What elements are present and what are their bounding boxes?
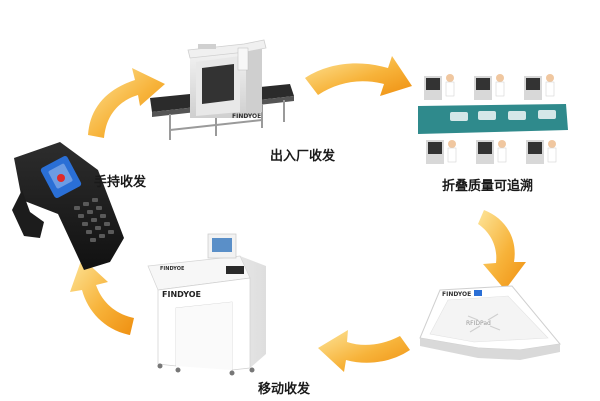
label-tunnel: 出入厂收发 [270,148,336,164]
tunnel-logo: FINDYOE [232,113,261,120]
rfid-pad [419,285,561,360]
label-handheld: 手持收发 [94,174,147,190]
arrow-mobile-to-handheld-icon [70,258,134,335]
arrow-pad-to-mobile-icon [318,330,410,372]
arrow-tunnel-to-folding-icon [305,56,412,96]
cabinet-logo: FINDYOE [162,290,201,299]
folding-line [418,74,568,164]
arrow-folding-to-pad-icon [478,210,526,290]
pad-logo: FINDYOE [442,291,471,298]
pad-name: RFIDPad [466,320,491,327]
mobile-cabinet [147,233,266,376]
cabinet-badge: FINDYOE [160,266,185,272]
label-mobile: 移动收发 [258,381,311,397]
arrow-handheld-to-tunnel-icon [88,68,165,138]
tunnel-scanner [150,39,294,140]
handheld-scanner [12,142,124,270]
label-folding: 折叠质量可追溯 [442,178,533,194]
